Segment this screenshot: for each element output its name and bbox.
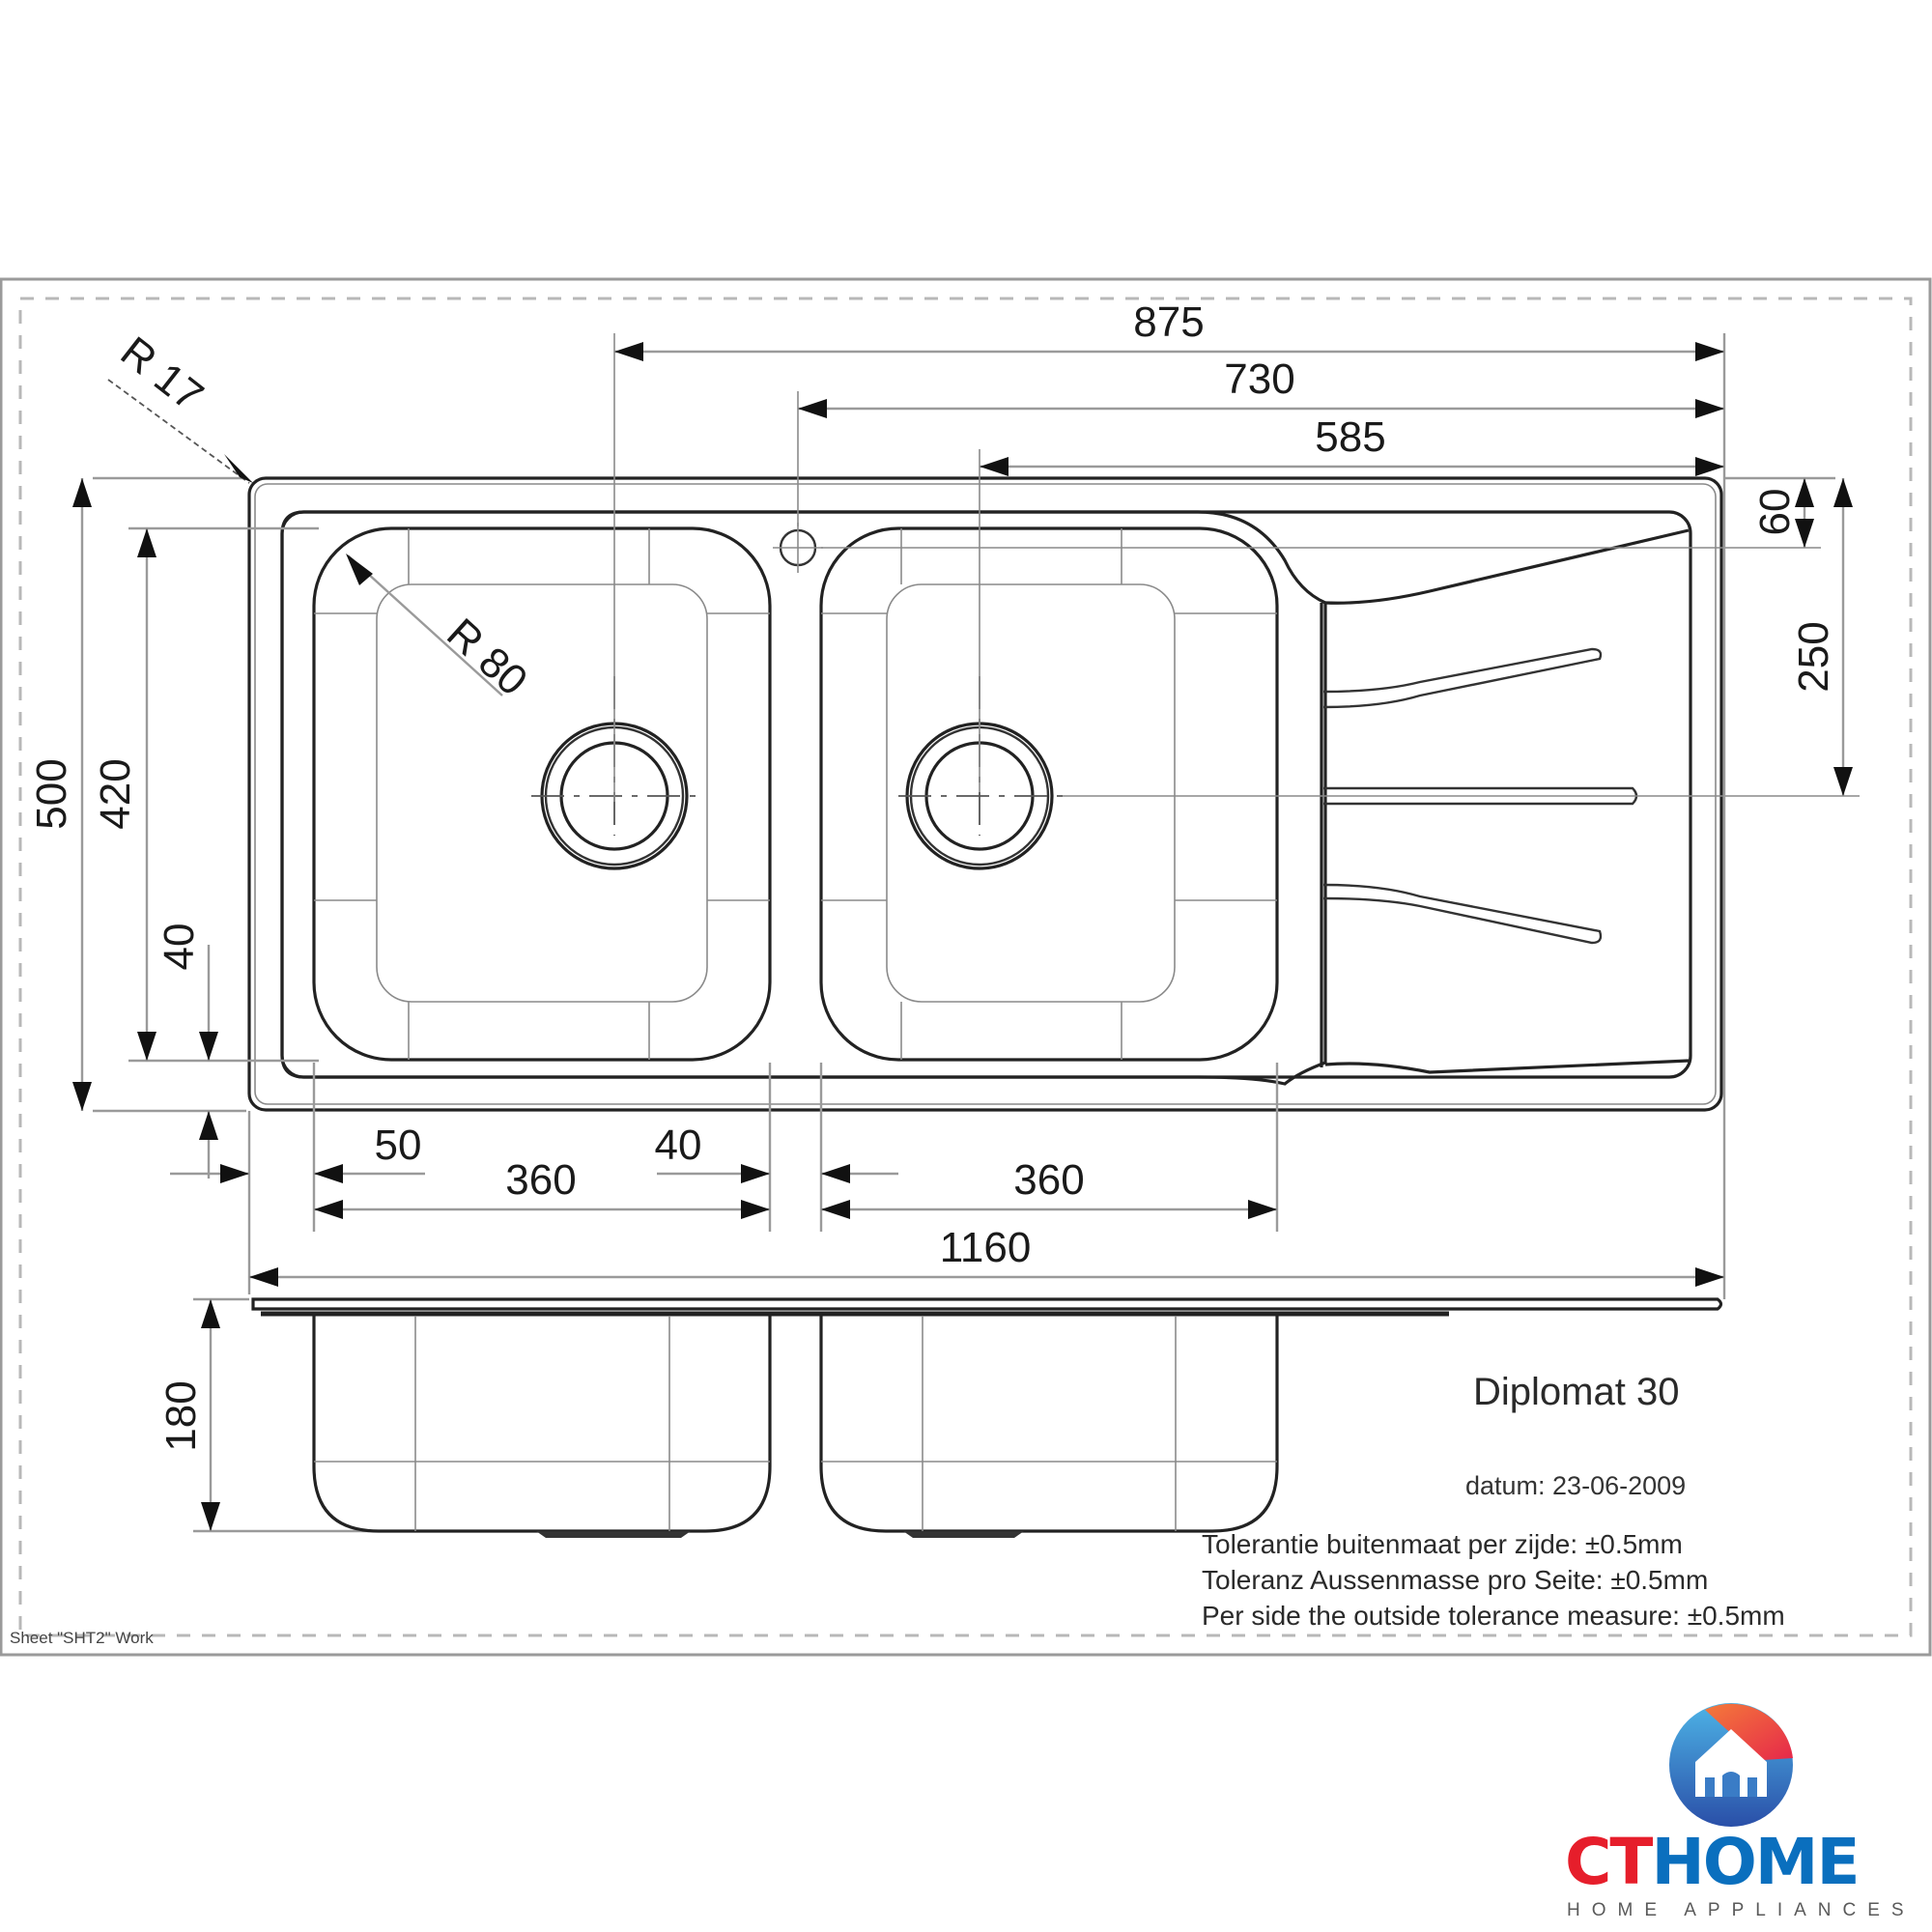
dim-50: 50 (375, 1122, 422, 1169)
dim-250: 250 (1790, 621, 1837, 692)
dim-500: 500 (28, 758, 75, 829)
dim-r80: R 80 (438, 610, 536, 705)
dim-40-vertical: 40 (156, 923, 203, 971)
drain-left (531, 676, 705, 870)
drain-right (898, 676, 1063, 870)
top-view (247, 333, 1860, 1112)
tolerance-de: Toleranz Aussenmasse pro Seite: ±0.5mm (1202, 1565, 1708, 1595)
title-block: Diplomat 30 datum: 23-06-2009 Tolerantie… (10, 1371, 1785, 1647)
product-name: Diplomat 30 (1473, 1371, 1679, 1413)
sheet-label: Sheet "SHT2" Work (10, 1629, 154, 1647)
dim-360-right: 360 (1013, 1156, 1084, 1204)
bowl-right (819, 526, 1279, 1062)
drainer (1320, 528, 1690, 1074)
side-view: 180 (157, 1297, 1723, 1538)
dim-r17: R 17 (112, 327, 212, 420)
cthome-logo: CTHOME HOME APPLIANCES (1546, 1686, 1916, 1920)
dimensions-top: 875 730 585 500 420 40 60 250 50 40 360 … (28, 298, 1853, 1299)
dim-875: 875 (1133, 298, 1204, 346)
logo-home: HOME (1651, 1825, 1860, 1899)
dim-360-left: 360 (505, 1156, 576, 1204)
tolerance-nl: Tolerantie buitenmaat per zijde: ±0.5mm (1202, 1529, 1683, 1559)
dim-60: 60 (1751, 489, 1799, 536)
dim-1160: 1160 (940, 1224, 1032, 1271)
dim-420: 420 (92, 758, 139, 829)
logo-ct: CT (1565, 1825, 1653, 1899)
house-globe-icon (1669, 1703, 1793, 1827)
logo-tagline: HOME APPLIANCES (1567, 1900, 1916, 1920)
dim-585: 585 (1315, 413, 1385, 461)
sheet-border (18, 297, 1913, 1637)
sheet-frame (0, 277, 1932, 1657)
logo-wordmark: CTHOME (1565, 1831, 1861, 1894)
tolerance-en: Per side the outside tolerance measure: … (1202, 1601, 1785, 1631)
tap-hole (773, 523, 823, 573)
dim-40: 40 (655, 1122, 702, 1169)
dim-730: 730 (1224, 355, 1294, 403)
bowl-left (312, 526, 772, 1062)
drawing-date: datum: 23-06-2009 (1465, 1471, 1686, 1500)
dim-180: 180 (157, 1380, 205, 1451)
